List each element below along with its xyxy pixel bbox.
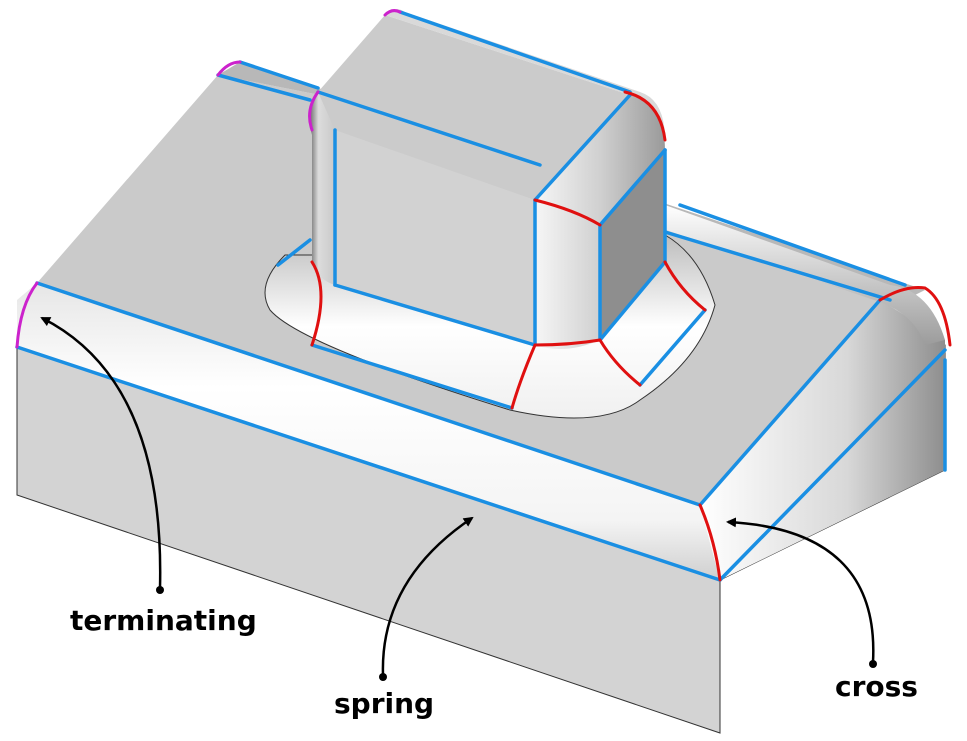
label-cross: cross	[835, 670, 918, 703]
cross-edge-4	[533, 198, 602, 227]
spring-fillet-surface	[17, 283, 720, 580]
cross-edge-9	[663, 260, 707, 312]
cross-edge-2	[878, 286, 952, 347]
spring-edge-11	[316, 90, 542, 167]
cross-edge-3	[623, 90, 667, 142]
post-front-face	[335, 130, 535, 345]
post	[309, 9, 665, 349]
cross-edges	[310, 90, 952, 582]
post-top-face	[318, 15, 630, 200]
dot-spring	[379, 673, 387, 681]
dot-cross	[869, 660, 877, 668]
terminating-edge-1	[15, 281, 39, 349]
cross-edge-6	[510, 343, 537, 410]
cross-edge-1	[698, 503, 722, 582]
label-terminating: terminating	[70, 604, 257, 637]
spring-edge-13	[598, 148, 667, 227]
spring-edge-3	[698, 298, 882, 507]
right-fillet-surface	[700, 300, 945, 580]
cross-edge-5	[310, 260, 323, 347]
spring-edge-10	[398, 10, 632, 94]
arrow-terminating	[40, 316, 162, 589]
arrow-spring	[381, 516, 474, 676]
spring-edge-22	[638, 308, 707, 387]
dot-terminating	[156, 586, 164, 594]
spring-edge-20	[276, 238, 312, 267]
spring-edge-12	[533, 93, 632, 202]
spring-edge-6	[216, 73, 312, 102]
spring-edge-7	[238, 60, 320, 90]
spring-edge-8	[663, 230, 892, 302]
post-corner-fillet	[535, 95, 665, 349]
label-spring: spring	[334, 687, 434, 720]
arrow-cross	[726, 517, 875, 663]
spring-edges	[15, 10, 947, 582]
spring-edge-18	[333, 283, 537, 347]
spring-edge-21	[598, 260, 667, 342]
terminating-edge-4	[383, 9, 402, 17]
spring-edge-9	[678, 203, 907, 287]
terminating-edge-2	[216, 60, 242, 77]
cross-edge-8	[598, 338, 642, 387]
spring-edge-19	[310, 343, 514, 410]
terminating-edge-3	[308, 90, 320, 132]
post-left-fillet	[309, 92, 335, 285]
annotation-dots	[156, 586, 877, 681]
spring-edge-1	[35, 281, 702, 507]
spring-edge-4	[718, 348, 947, 582]
post-right-face	[600, 150, 665, 340]
spring-edge-2	[15, 345, 722, 582]
terminating-edges	[15, 9, 402, 349]
annotation-arrows	[40, 316, 875, 676]
cross-edge-7	[533, 338, 602, 347]
post-top-roll	[385, 9, 665, 141]
